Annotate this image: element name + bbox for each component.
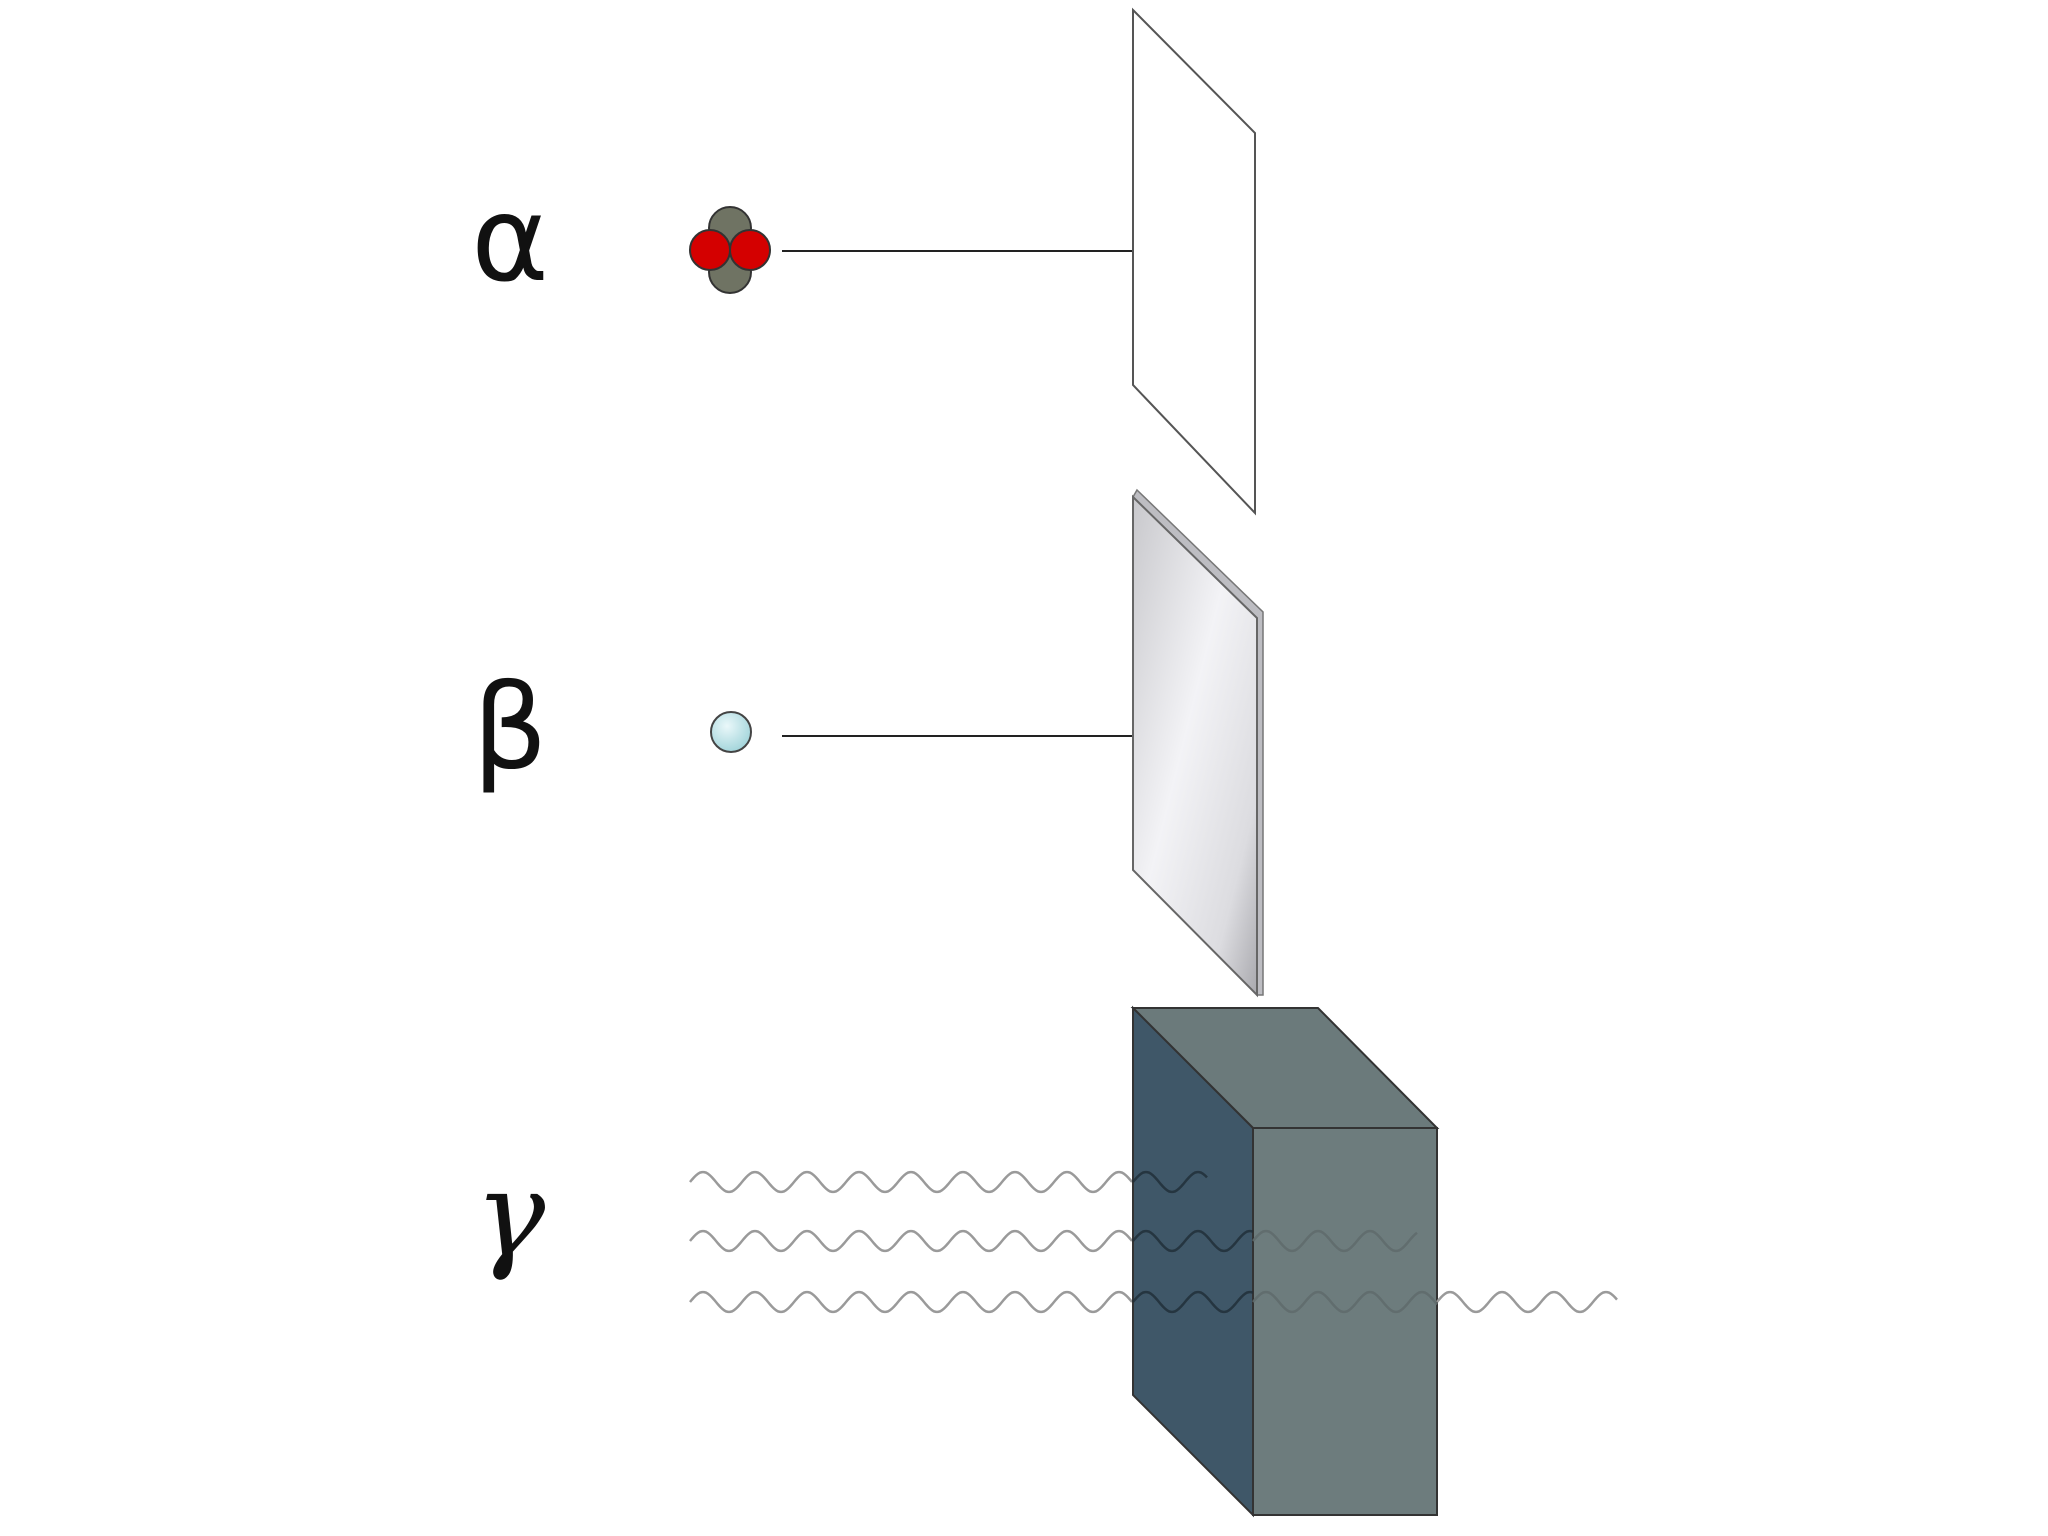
thick-block xyxy=(1130,1005,1440,1518)
gamma-wave-2-side xyxy=(1252,1229,1418,1253)
beta-label: β xyxy=(472,658,547,796)
gamma-wave-3-inside xyxy=(1132,1290,1254,1314)
gamma-wave-3 xyxy=(689,1290,1133,1314)
gamma-wave-3-side xyxy=(1252,1290,1438,1314)
alpha-particle-icon xyxy=(689,206,771,294)
beta-particle-icon xyxy=(710,711,752,753)
alpha-label: α xyxy=(471,170,549,308)
gamma-wave-2 xyxy=(689,1229,1133,1253)
paper-sheet xyxy=(1132,7,1256,516)
gamma-label: γ xyxy=(475,1145,546,1283)
gamma-wave-3-exit xyxy=(1436,1290,1618,1314)
gamma-wave-2-inside xyxy=(1132,1229,1254,1253)
gamma-wave-1 xyxy=(689,1170,1133,1194)
gamma-rays xyxy=(689,1170,1133,1314)
gamma-wave-1-inside xyxy=(1132,1170,1208,1194)
metal-sheet xyxy=(1132,488,1264,998)
